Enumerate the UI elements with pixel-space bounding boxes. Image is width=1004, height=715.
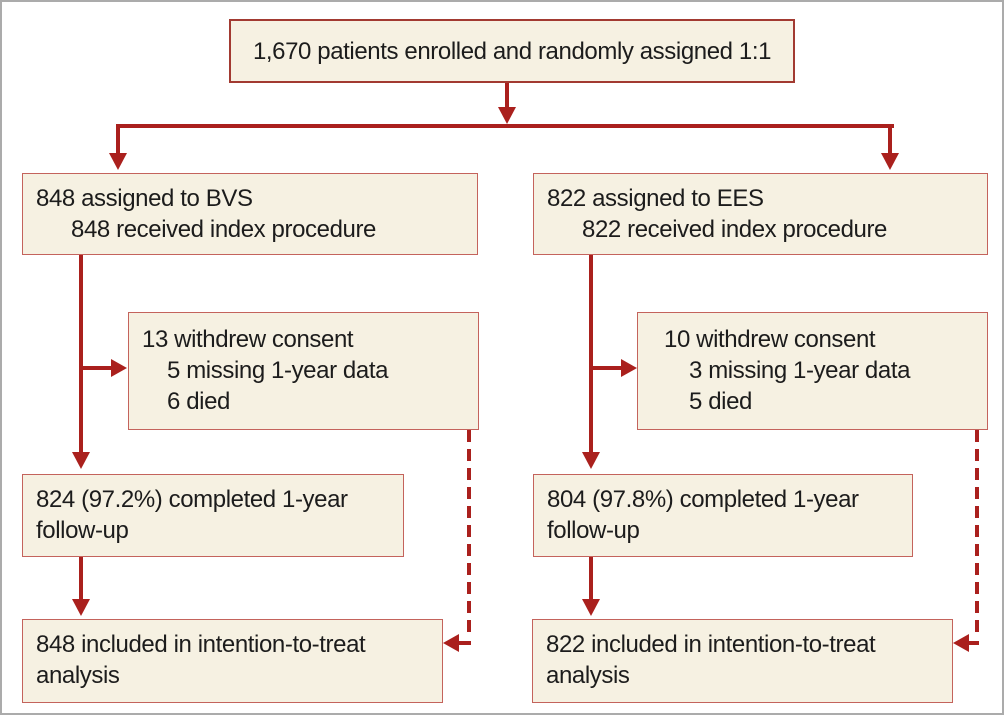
ees-dashed-elbow xyxy=(968,641,979,645)
enrollment-arrowhead-icon xyxy=(498,107,516,124)
ees-branch-arrowhead-icon xyxy=(621,359,637,377)
enrollment-arrow-stem xyxy=(505,83,509,109)
ees-itt-text: 822 included in intention-to-treat analy… xyxy=(546,631,876,689)
split-right-drop xyxy=(888,124,892,155)
split-left-drop xyxy=(116,124,120,155)
ees-dashed-arrowhead-icon xyxy=(953,634,969,652)
ees-main-arrowhead-icon xyxy=(582,452,600,469)
ees-withdrawn-box: 10 withdrew consent 3 missing 1-year dat… xyxy=(637,312,988,430)
bvs-main-arrowhead-icon xyxy=(72,452,90,469)
ees-followup-arrow-stem xyxy=(589,557,593,601)
ees-itt-box: 822 included in intention-to-treat analy… xyxy=(532,619,953,703)
ees-branch-line xyxy=(593,366,622,370)
bvs-dashed-arrowhead-icon xyxy=(443,634,459,652)
ees-followup-text: 804 (97.8%) completed 1-year follow-up xyxy=(547,486,859,544)
split-right-arrowhead-icon xyxy=(881,153,899,170)
ees-dashed-line xyxy=(975,430,979,638)
bvs-itt-box: 848 included in intention-to-treat analy… xyxy=(22,619,443,703)
enrollment-box: 1,670 patients enrolled and randomly ass… xyxy=(229,19,795,83)
bvs-itt-text: 848 included in intention-to-treat analy… xyxy=(36,631,366,689)
bvs-followup-text: 824 (97.2%) completed 1-year follow-up xyxy=(36,486,348,544)
bvs-followup-box: 824 (97.2%) completed 1-year follow-up xyxy=(22,474,404,557)
bvs-followup-arrowhead-icon xyxy=(72,599,90,616)
bvs-branch-arrowhead-icon xyxy=(111,359,127,377)
ees-withdrawn-line3: 5 died xyxy=(689,388,752,415)
bvs-withdrawn-line1: 13 withdrew consent xyxy=(142,326,354,353)
ees-assigned-box: 822 assigned to EES 822 received index p… xyxy=(533,173,988,255)
bvs-assigned-line1: 848 assigned to BVS xyxy=(36,185,253,212)
ees-followup-box: 804 (97.8%) completed 1-year follow-up xyxy=(533,474,913,557)
ees-withdrawn-line2: 3 missing 1-year data xyxy=(689,357,911,384)
bvs-withdrawn-line2: 5 missing 1-year data xyxy=(167,357,389,384)
bvs-assigned-line2: 848 received index procedure xyxy=(71,216,377,243)
bvs-withdrawn-line3: 6 died xyxy=(167,388,230,415)
ees-withdrawn-line1: 10 withdrew consent xyxy=(664,326,876,353)
bvs-dashed-line xyxy=(467,430,471,638)
ees-main-stem xyxy=(589,255,593,454)
bvs-assigned-box: 848 assigned to BVS 848 received index p… xyxy=(22,173,478,255)
split-line xyxy=(116,124,894,128)
bvs-branch-line xyxy=(83,366,112,370)
bvs-main-stem xyxy=(79,255,83,454)
ees-assigned-line2: 822 received index procedure xyxy=(582,216,888,243)
ees-assigned-line1: 822 assigned to EES xyxy=(547,185,764,212)
enrollment-text: 1,670 patients enrolled and randomly ass… xyxy=(252,37,772,65)
ees-followup-arrowhead-icon xyxy=(582,599,600,616)
split-left-arrowhead-icon xyxy=(109,153,127,170)
bvs-followup-arrow-stem xyxy=(79,557,83,601)
bvs-withdrawn-box: 13 withdrew consent 5 missing 1-year dat… xyxy=(128,312,479,430)
bvs-dashed-elbow xyxy=(458,641,471,645)
